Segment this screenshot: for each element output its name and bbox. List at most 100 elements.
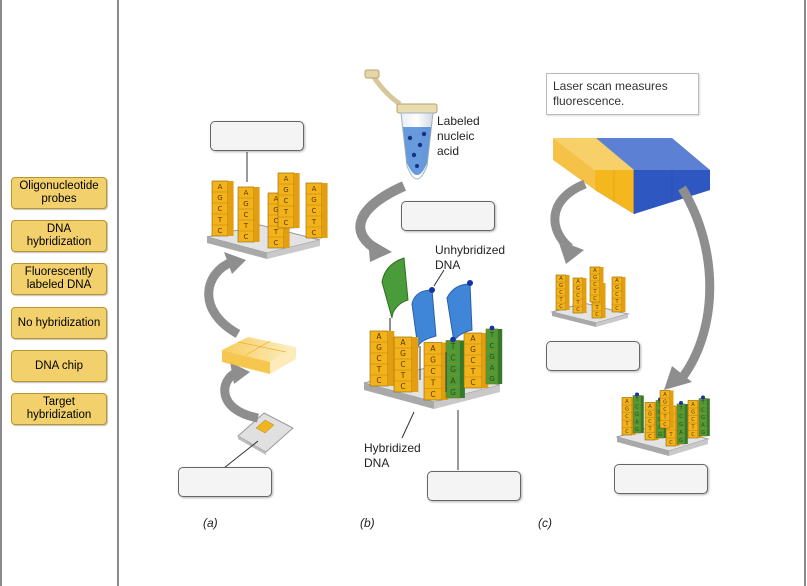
arrow-b-icon bbox=[355, 181, 407, 255]
base-letter: C bbox=[490, 342, 495, 350]
label-dna-hybridization[interactable]: DNA hybridization bbox=[11, 220, 107, 252]
base-letter: T bbox=[273, 228, 279, 236]
base-letter: G bbox=[450, 365, 456, 374]
base-letter: T bbox=[376, 365, 382, 374]
base-letter: G bbox=[615, 285, 619, 291]
base-letter: C bbox=[559, 290, 563, 296]
laser-scan-note: Laser scan measures fluorescence. bbox=[546, 73, 699, 115]
base-letter: A bbox=[376, 332, 382, 341]
base-letter: G bbox=[559, 283, 563, 289]
sidebar-divider bbox=[117, 0, 119, 586]
leader-chip bbox=[223, 440, 259, 469]
strand-column-side bbox=[294, 173, 300, 228]
base-letter: C bbox=[312, 207, 317, 215]
microcentrifuge-tube-icon bbox=[364, 69, 438, 180]
drop-box-a-top[interactable] bbox=[210, 121, 304, 151]
base-letter: C bbox=[430, 367, 435, 376]
drop-box-b-middle[interactable] bbox=[401, 201, 495, 231]
base-letter: G bbox=[273, 206, 278, 214]
base-letter: T bbox=[592, 289, 597, 295]
base-letter: T bbox=[400, 371, 406, 380]
drop-box-b-bottom[interactable] bbox=[427, 471, 521, 501]
base-letter: G bbox=[593, 275, 597, 281]
strand-column-side bbox=[670, 390, 674, 428]
enlarged-chip-block bbox=[222, 337, 296, 374]
base-letter: C bbox=[576, 307, 580, 313]
base-letter: G bbox=[576, 286, 580, 292]
strand-column-side bbox=[460, 340, 465, 398]
strand-column-side bbox=[622, 277, 626, 312]
strand-column-side bbox=[685, 404, 688, 444]
caption-labeled-nucleic-acid: Labeled nucleic acid bbox=[437, 114, 480, 158]
base-letter: C bbox=[284, 219, 289, 227]
base-letter: T bbox=[311, 218, 317, 226]
strand-column-side bbox=[254, 187, 260, 242]
base-letter: G bbox=[400, 349, 406, 358]
base-letter: C bbox=[625, 429, 629, 435]
base-letter: T bbox=[489, 331, 495, 339]
base-letter: C bbox=[218, 227, 223, 235]
base-letter: T bbox=[614, 299, 619, 305]
base-letter: T bbox=[668, 432, 673, 438]
strand-column-side bbox=[228, 181, 234, 236]
base-letter: T bbox=[470, 367, 476, 376]
label-dna-chip[interactable]: DNA chip bbox=[11, 350, 107, 382]
drop-box-c-bottom[interactable] bbox=[614, 464, 708, 494]
unhybridized-strands bbox=[381, 257, 473, 349]
base-letter: C bbox=[648, 419, 652, 425]
base-letter: T bbox=[430, 378, 436, 387]
base-letter: G bbox=[489, 353, 494, 361]
label-fluorescently-labeled-dna[interactable]: Fluorescently labeled DNA bbox=[11, 263, 107, 295]
base-letter: G bbox=[679, 438, 683, 444]
base-letter: C bbox=[274, 239, 279, 247]
base-letter: A bbox=[576, 279, 580, 285]
fluorescent-dot bbox=[701, 395, 705, 400]
base-letter: A bbox=[470, 334, 476, 343]
base-letter: G bbox=[243, 200, 248, 208]
base-letter: C bbox=[559, 304, 563, 310]
leader-hybridized bbox=[401, 411, 415, 439]
label-oligonucleotide-probes[interactable]: Oligonucleotide probes bbox=[11, 177, 107, 209]
base-letter: T bbox=[558, 297, 563, 303]
base-letter: C bbox=[244, 211, 249, 219]
caption-hybridized-dna: Hybridized DNA bbox=[364, 441, 421, 470]
base-letter: A bbox=[284, 175, 289, 183]
arrow-a-upper-head-icon bbox=[224, 252, 246, 274]
base-letter: A bbox=[559, 276, 563, 282]
base-letter: T bbox=[678, 406, 683, 412]
base-letter: G bbox=[430, 355, 436, 364]
strand-column-side bbox=[600, 267, 604, 302]
base-letter: A bbox=[450, 376, 456, 385]
arrow-a-lower-head-icon bbox=[230, 362, 250, 384]
base-letter: C bbox=[615, 292, 619, 298]
arrow-c-right-icon bbox=[678, 185, 715, 381]
base-letter: A bbox=[244, 189, 249, 197]
base-letter: A bbox=[648, 404, 652, 410]
left-border-line bbox=[0, 0, 2, 586]
base-letter: A bbox=[312, 185, 317, 193]
fluorescent-dot bbox=[489, 325, 495, 331]
drop-box-a-bottom[interactable] bbox=[178, 467, 272, 497]
base-letter: C bbox=[376, 354, 381, 363]
base-letter: G bbox=[691, 409, 695, 415]
base-letter: T bbox=[624, 421, 629, 427]
base-letter: G bbox=[625, 406, 629, 412]
base-letter: A bbox=[625, 399, 629, 405]
base-letter: C bbox=[284, 197, 289, 205]
label-no-hybridization[interactable]: No hybridization bbox=[11, 307, 107, 339]
base-letter: C bbox=[274, 217, 279, 225]
base-letter: G bbox=[648, 411, 652, 417]
base-letter: G bbox=[217, 194, 222, 202]
base-letter: C bbox=[648, 434, 652, 440]
label-target-hybridization[interactable]: Target hybridization bbox=[11, 393, 107, 425]
right-border-line bbox=[804, 0, 806, 586]
base-letter: C bbox=[691, 417, 695, 423]
arrow-c-left-icon bbox=[550, 179, 587, 252]
base-letter: A bbox=[274, 195, 279, 203]
base-letter: G bbox=[450, 388, 456, 397]
drop-box-c-middle[interactable] bbox=[546, 341, 640, 371]
base-letter: G bbox=[311, 196, 316, 204]
base-letter: A bbox=[218, 183, 223, 191]
base-letter: G bbox=[376, 343, 382, 352]
